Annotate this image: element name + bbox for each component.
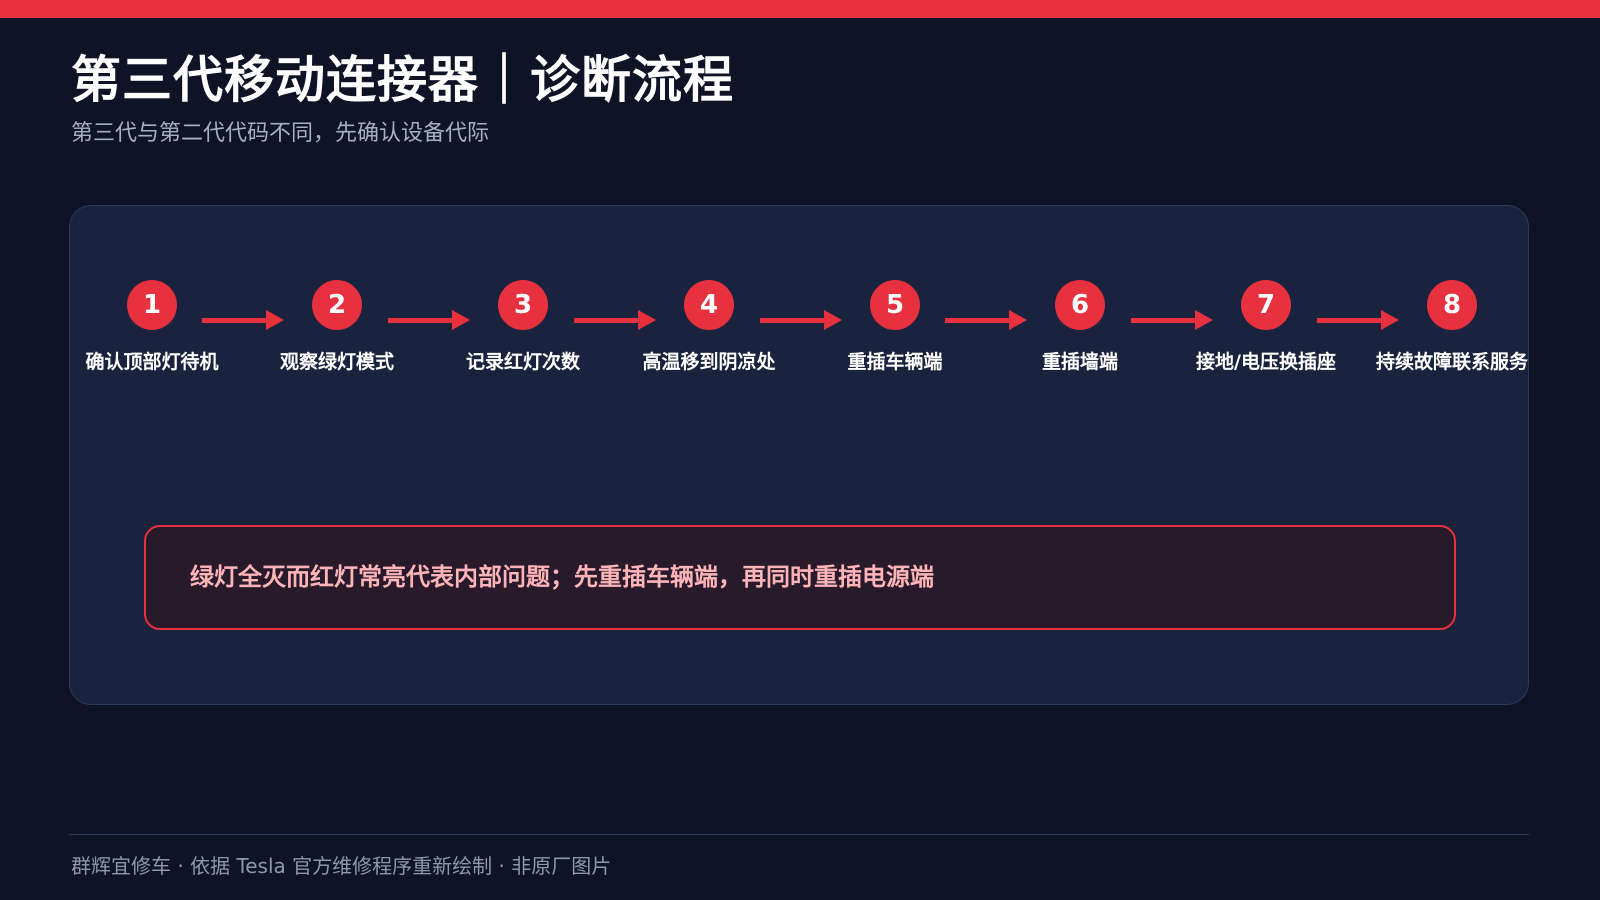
step-label: 记录红灯次数 [465, 351, 580, 373]
step-label: 确认顶部灯待机 [85, 351, 219, 373]
step-label: 重插车辆端 [847, 351, 943, 373]
right-arrow-icon [1131, 310, 1213, 330]
step-number-badge: 8 [1427, 280, 1477, 330]
flow-panel: 1 确认顶部灯待机 2 观察绿灯模式 3 记录红灯次数 4 高温移到阴凉处 5 … [69, 205, 1529, 705]
right-arrow-icon [202, 310, 284, 330]
warning-note-text: 绿灯全灭而红灯常亮代表内部问题；先重插车辆端，再同时重插电源端 [190, 563, 934, 591]
footer-credit: 群辉宜修车 · 依据 Tesla 官方维修程序重新绘制 · 非原厂图片 [71, 854, 612, 878]
step-label: 观察绿灯模式 [279, 351, 394, 373]
top-accent-bar [0, 0, 1600, 18]
step-label: 重插墙端 [1041, 351, 1118, 373]
step-number-badge: 1 [127, 280, 177, 330]
step-number-badge: 3 [498, 280, 548, 330]
right-arrow-icon [388, 310, 470, 330]
step-label: 接地/电压换插座 [1196, 351, 1336, 373]
step-number-badge: 4 [684, 280, 734, 330]
step-number-badge: 2 [312, 280, 362, 330]
step-label: 持续故障联系服务 [1375, 351, 1528, 373]
step-number-badge: 6 [1055, 280, 1105, 330]
warning-note-box: 绿灯全灭而红灯常亮代表内部问题；先重插车辆端，再同时重插电源端 [144, 525, 1456, 630]
right-arrow-icon [1317, 310, 1399, 330]
footer-divider [69, 834, 1529, 835]
right-arrow-icon [945, 310, 1027, 330]
page-title: 第三代移动连接器｜诊断流程 [71, 51, 734, 109]
right-arrow-icon [760, 310, 842, 330]
right-arrow-icon [574, 310, 656, 330]
step-label: 高温移到阴凉处 [642, 351, 776, 373]
page-subtitle: 第三代与第二代代码不同，先确认设备代际 [71, 121, 490, 146]
step-number-badge: 7 [1241, 280, 1291, 330]
step-number-badge: 5 [870, 280, 920, 330]
